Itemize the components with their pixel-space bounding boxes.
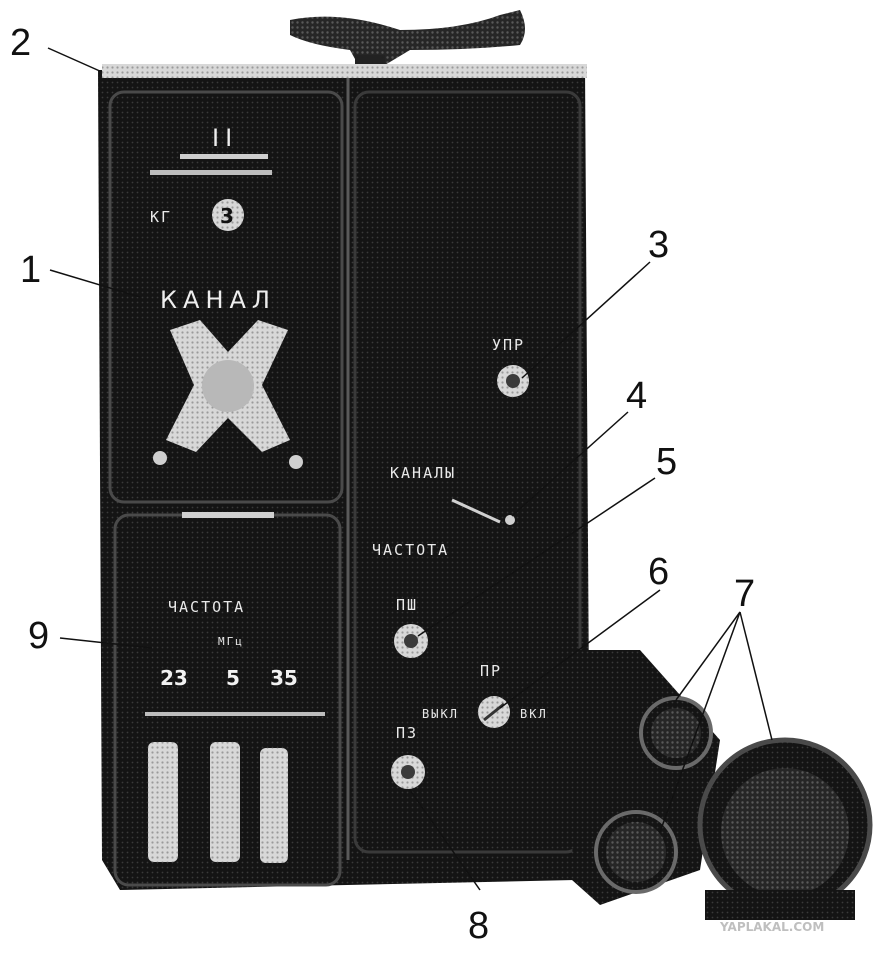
frequency-digits: 23 5 35 — [160, 666, 298, 690]
frequency-digit-2: 5 — [226, 666, 240, 690]
channels-label: КАНАЛЫ — [390, 464, 456, 482]
upr-label: УПР — [492, 336, 525, 354]
connectors — [572, 650, 873, 920]
leader-lines — [47, 47, 773, 891]
top-marking: II — [212, 124, 238, 152]
callout-4: 4 — [626, 375, 647, 417]
callout-6: 6 — [648, 551, 669, 593]
channel-switch-cross[interactable] — [153, 320, 303, 469]
control-panel: УПР КАНАЛЫ ЧАСТОТА ПШ ПР ВЫКЛ ВКЛ ПЗ — [353, 90, 582, 854]
channels-switch[interactable] — [505, 515, 515, 525]
frequency-window-unit: МГц — [218, 635, 244, 648]
frequency-knob-2[interactable] — [210, 742, 240, 862]
callout-7: 7 — [734, 573, 755, 615]
psh-label: ПШ — [396, 596, 418, 614]
kg-digit: 3 — [220, 204, 234, 228]
callout-2: 2 — [10, 22, 31, 64]
frequency-label-right: ЧАСТОТА — [372, 541, 449, 559]
kg-knob[interactable] — [212, 199, 244, 231]
channel-panel: II КГ 3 КАНАЛ — [108, 90, 344, 504]
frequency-digit-3: 35 — [270, 666, 298, 690]
pr-label: ПР — [480, 662, 502, 680]
callout-8: 8 — [468, 905, 489, 947]
frequency-window-title: ЧАСТОТА — [168, 598, 245, 616]
frequency-digit-1: 23 — [160, 666, 188, 690]
frequency-knob-3[interactable] — [260, 748, 288, 863]
callout-9: 9 — [28, 615, 49, 657]
frequency-knob-1[interactable] — [148, 742, 178, 862]
channel-title: КАНАЛ — [160, 286, 276, 314]
watermark: YAPLAKAL.COM — [719, 920, 824, 934]
callout-labels: 1 2 3 4 5 6 7 8 9 — [10, 22, 755, 947]
callout-1: 1 — [20, 249, 41, 291]
vkl-label: ВКЛ — [520, 707, 548, 721]
callout-5: 5 — [656, 441, 677, 483]
frequency-panel: ЧАСТОТА МГц 23 5 35 — [113, 512, 342, 887]
kg-marking: КГ — [150, 208, 172, 226]
pz-label: ПЗ — [396, 724, 418, 742]
carry-handle — [290, 10, 525, 73]
vykl-label: ВЫКЛ — [422, 707, 459, 721]
callout-3: 3 — [648, 224, 669, 266]
